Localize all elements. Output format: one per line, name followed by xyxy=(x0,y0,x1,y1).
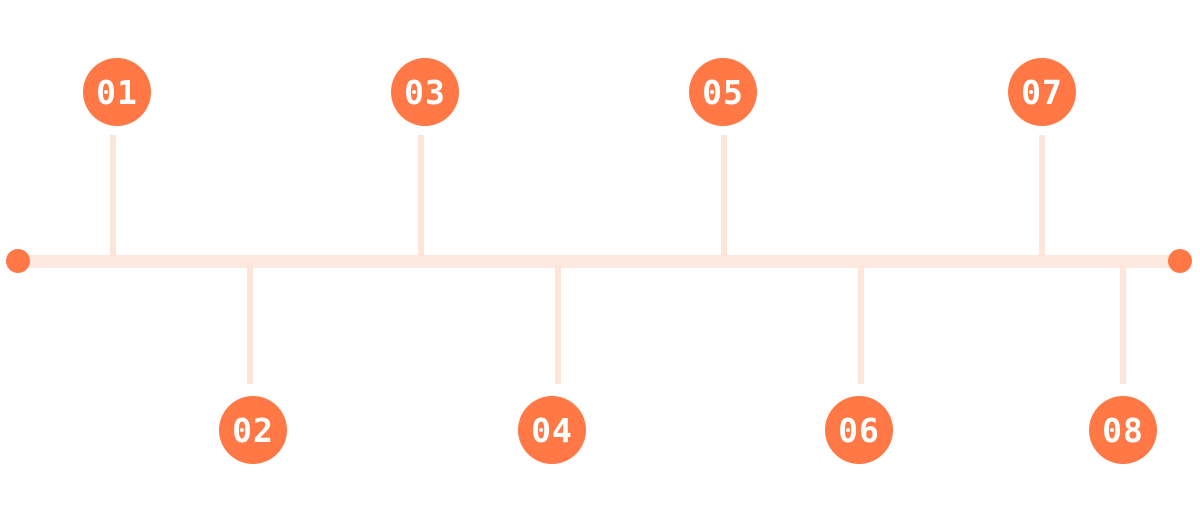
timeline-marker-08: 08 xyxy=(1089,396,1157,464)
timeline-marker-04: 04 xyxy=(518,396,586,464)
connector-04 xyxy=(555,266,561,384)
timeline-marker-07: 07 xyxy=(1008,58,1076,126)
timeline-start-dot xyxy=(6,249,30,273)
timeline-marker-06: 06 xyxy=(825,396,893,464)
connector-08 xyxy=(1120,266,1126,384)
connector-02 xyxy=(247,266,253,384)
connector-05 xyxy=(721,135,727,257)
timeline-axis xyxy=(18,255,1180,268)
connector-06 xyxy=(858,266,864,384)
connector-07 xyxy=(1039,135,1045,257)
timeline-end-dot xyxy=(1168,249,1192,273)
connector-01 xyxy=(110,135,116,257)
timeline-marker-01: 01 xyxy=(83,58,151,126)
timeline-marker-03: 03 xyxy=(391,58,459,126)
timeline-marker-02: 02 xyxy=(219,396,287,464)
connector-03 xyxy=(418,135,424,257)
timeline-marker-05: 05 xyxy=(689,58,757,126)
